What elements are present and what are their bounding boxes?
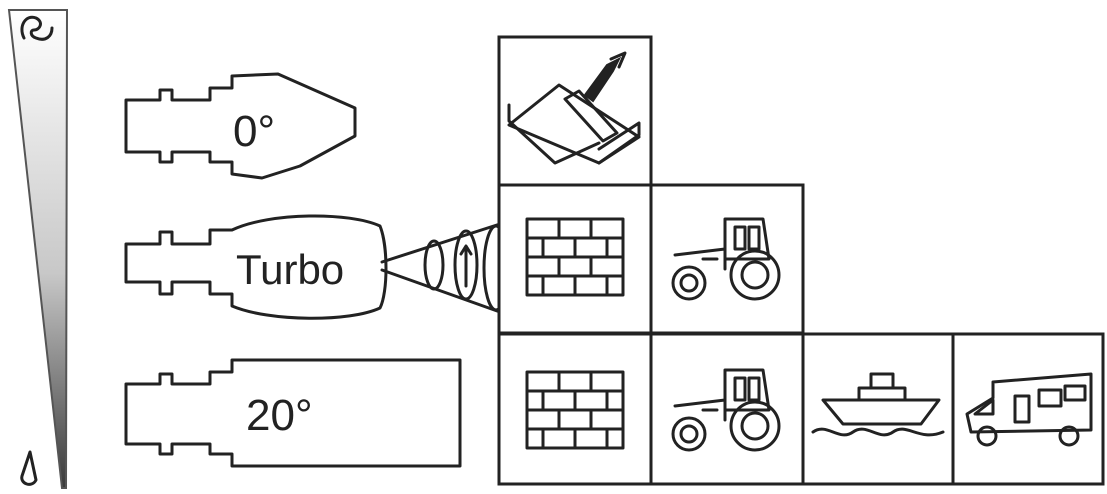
drop-icon	[20, 450, 38, 486]
strength-icon	[20, 15, 54, 41]
application-cell-camper	[951, 332, 1105, 486]
boat-icon	[811, 372, 945, 437]
turbo-spray-cone	[380, 222, 510, 314]
pressure-wedge	[7, 9, 69, 489]
application-cell-tractor-turbo	[649, 183, 805, 335]
nozzle-0-degree	[124, 72, 357, 180]
camper-van-icon	[965, 372, 1093, 447]
nozzle-20-degree	[124, 358, 462, 468]
application-cell-boat	[801, 332, 955, 486]
application-cell-tractor-20	[649, 332, 805, 486]
application-cell-brick-20	[497, 332, 653, 486]
nozzle-label-20-degree: 20°	[246, 391, 313, 440]
chisel-on-stone-icon	[507, 51, 641, 165]
nozzle-label-turbo: Turbo	[236, 246, 344, 293]
nozzle-turbo	[124, 214, 388, 320]
application-cell-chisel	[497, 35, 653, 187]
application-cell-brick-turbo	[497, 183, 653, 335]
nozzle-label-0-degree: 0°	[233, 107, 275, 156]
